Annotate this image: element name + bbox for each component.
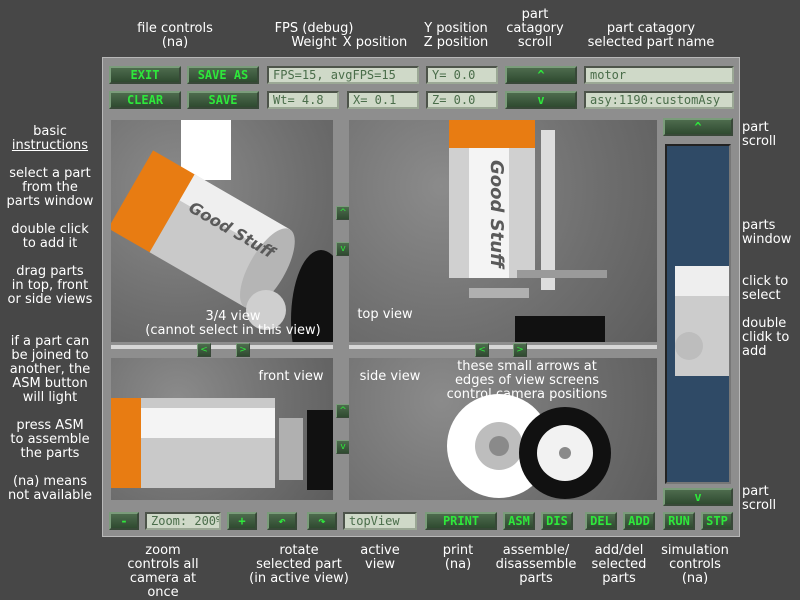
parts-scroll-up-button[interactable]: ^: [663, 118, 733, 136]
selected-part-name-field: asy:1190:customAsy: [584, 91, 734, 109]
ann-drag-parts: drag parts in top, front or side views: [7, 264, 93, 307]
top-view-h-bar: [349, 345, 657, 349]
part-category-field: motor: [584, 66, 734, 84]
top-view: Good Stuff top view: [349, 120, 657, 342]
camera-hint-label: these small arrows at edges of view scre…: [446, 359, 608, 402]
ann-double-click: double click to add it: [11, 222, 89, 251]
motor-top-image: Good Stuff: [449, 120, 607, 342]
ann-na-means: (na) means not available: [7, 474, 93, 503]
top-view-right-arrow[interactable]: >: [513, 343, 527, 357]
ann-add-del: add/del selected parts: [591, 543, 647, 586]
z-position-field: Z= 0.0: [426, 91, 498, 109]
stp-button[interactable]: STP: [701, 512, 733, 530]
clear-button[interactable]: CLEAR: [109, 91, 181, 109]
save-button[interactable]: SAVE: [187, 91, 259, 109]
ann-active-view: active view: [360, 543, 400, 572]
ann-assemble: assemble/ disassemble parts: [495, 543, 577, 586]
ann-asm-light: if a part can be joined to another, the …: [9, 334, 91, 405]
front-view: front view: [111, 358, 333, 500]
three-quarter-view-label: 3/4 view (cannot select in this view): [145, 309, 321, 338]
add-button[interactable]: ADD: [623, 512, 655, 530]
save-as-button[interactable]: SAVE AS: [187, 66, 259, 84]
asm-button[interactable]: ASM: [503, 512, 535, 530]
exit-button[interactable]: EXIT: [109, 66, 181, 84]
category-scroll-up-button[interactable]: ^: [505, 66, 577, 84]
x-position-field: X= 0.1: [347, 91, 419, 109]
ann-double-add: double clidk to add: [742, 316, 790, 359]
zoom-level-field: Zoom: 200%: [145, 512, 221, 530]
print-button[interactable]: PRINT: [425, 512, 497, 530]
three-quarter-view: Good Stuff 3/4 view (cannot select in th…: [111, 120, 333, 342]
front-view-label: front view: [258, 369, 324, 384]
ann-part-category-scroll: part catagory scroll: [506, 7, 564, 50]
ann-part-category-name: part catagory selected part name: [587, 21, 715, 50]
main-panel: EXIT SAVE AS FPS=15, avgFPS=15 Y= 0.0 ^ …: [102, 57, 740, 537]
motor-side-image: [447, 394, 611, 499]
front-view-down-arrow[interactable]: v: [336, 440, 350, 454]
parts-window-motor-image: [675, 266, 729, 376]
dis-button[interactable]: DIS: [541, 512, 573, 530]
ann-y-position: Y position Z position: [423, 21, 489, 50]
front-view-up-arrow[interactable]: ^: [336, 404, 350, 418]
weight-field: Wt= 4.8: [267, 91, 339, 109]
ann-select-part: select a part from the parts window: [6, 166, 94, 209]
ann-simulation: simulation controls (na): [661, 543, 729, 586]
ann-x-position: X position: [342, 35, 408, 50]
rotate-left-icon: ↶: [278, 514, 286, 528]
ann-click-select: click to select: [742, 274, 789, 303]
parts-scroll-down-button[interactable]: v: [663, 488, 733, 506]
ann-part-scroll-bottom: part scroll: [742, 484, 777, 513]
three-quarter-right-arrow[interactable]: >: [236, 343, 250, 357]
rotate-left-button[interactable]: ↶: [267, 512, 297, 530]
ann-fps-weight: FPS (debug) Weight: [274, 21, 354, 50]
ann-instructions: instructions: [11, 138, 89, 153]
ann-parts-window: parts window: [742, 218, 792, 247]
motor-front-image: [111, 398, 333, 490]
top-view-label: top view: [357, 307, 413, 322]
three-quarter-h-bar: [111, 345, 333, 349]
three-quarter-up-arrow[interactable]: ^: [336, 206, 350, 220]
ann-press-asm: press ASM to assemble the parts: [10, 418, 90, 461]
rotate-right-button[interactable]: ↷: [307, 512, 337, 530]
three-quarter-down-arrow[interactable]: v: [336, 242, 350, 256]
active-view-field: topView: [343, 512, 417, 530]
y-position-field: Y= 0.0: [426, 66, 498, 84]
parts-window[interactable]: [665, 144, 731, 484]
zoom-in-button[interactable]: +: [227, 512, 257, 530]
motor-3d-image: Good Stuff: [111, 120, 333, 342]
category-scroll-down-button[interactable]: v: [505, 91, 577, 109]
run-button[interactable]: RUN: [663, 512, 695, 530]
top-view-left-arrow[interactable]: <: [475, 343, 489, 357]
fps-display: FPS=15, avgFPS=15: [267, 66, 419, 84]
ann-print: print (na): [442, 543, 474, 572]
ann-zoom-controls: zoom controls all camera at once: [127, 543, 199, 600]
ann-rotate: rotate selected part (in active view): [249, 543, 349, 586]
side-view: side view these small arrows at edges of…: [349, 358, 657, 500]
ann-basic: basic: [33, 124, 67, 139]
ann-file-controls: file controls (na): [137, 21, 213, 50]
zoom-out-button[interactable]: -: [109, 512, 139, 530]
ann-part-scroll-top: part scroll: [742, 120, 777, 149]
motor-label-top: Good Stuff: [486, 160, 507, 270]
rotate-right-icon: ↷: [318, 514, 326, 528]
three-quarter-left-arrow[interactable]: <: [197, 343, 211, 357]
side-view-label: side view: [359, 369, 421, 384]
del-button[interactable]: DEL: [585, 512, 617, 530]
